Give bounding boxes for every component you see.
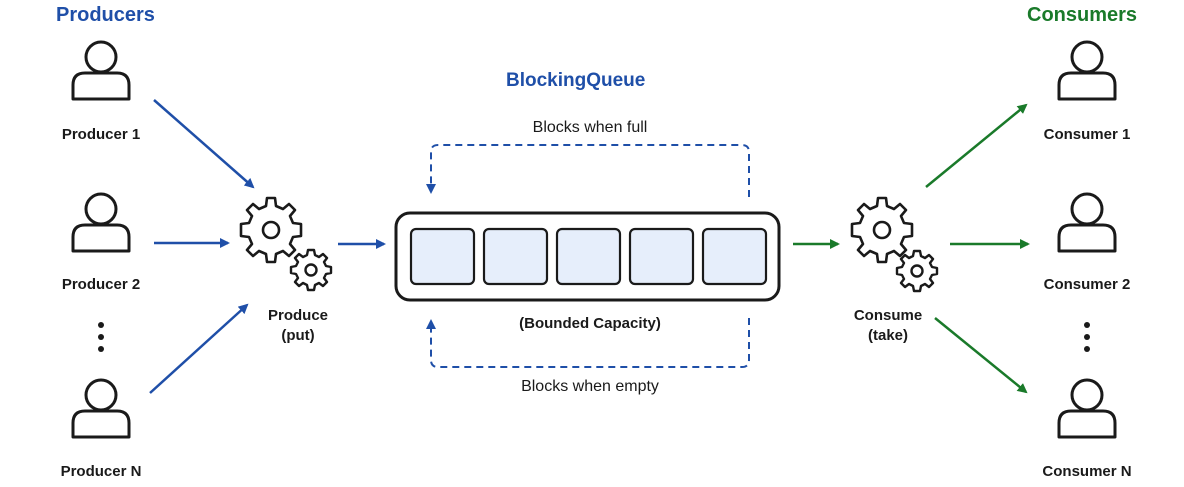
consumer-2-person-icon [1057,192,1117,253]
producer-1-label: Producer 1 [61,126,141,143]
consumer-2-label: Consumer 2 [1043,276,1131,293]
queue-title: BlockingQueue [506,70,646,91]
producer-2-person-icon [71,192,131,253]
produce-label: Produce (put) [238,306,358,346]
consumer-1-label: Consumer 1 [1043,126,1131,143]
blocks-when-full-loop [426,144,750,197]
consumers-title: Consumers [1027,4,1138,26]
producer-vertical-ellipsis-icon [98,322,104,352]
queue-slot [409,227,476,286]
queue-slot [555,227,622,286]
queue-slot [701,227,768,286]
producer-n-label: Producer N [60,463,142,480]
queue-capacity-label: (Bounded Capacity) [519,315,661,332]
arrow-producer-n [149,303,249,394]
arrow-consumer-n [934,317,1028,394]
blocks-when-full-label: Blocks when full [532,119,648,136]
consumer-1-person-icon [1057,40,1117,101]
queue-slots [409,227,768,286]
arrow-consumer-1 [925,103,1028,188]
arrow-producer-1 [153,99,255,189]
consume-label-line2: (take) [867,327,908,344]
consumer-n-person-icon [1057,378,1117,439]
produce-label-line2: (put) [281,327,315,344]
queue-slot [628,227,695,286]
consumer-vertical-ellipsis-icon [1084,322,1090,352]
producer-n-person-icon [71,378,131,439]
produce-label-line1: Produce [267,307,328,324]
consumer-n-label: Consumer N [1042,463,1132,480]
consume-label-line1: Consume [853,307,923,324]
consume-label: Consume (take) [828,306,948,346]
producer-1-person-icon [71,40,131,101]
blocks-when-empty-label: Blocks when empty [521,378,659,395]
produce-gear-icon [239,196,333,292]
consume-gear-icon [850,196,939,293]
queue-slot [482,227,549,286]
blocks-when-empty-loop [426,318,750,368]
producers-title: Producers [56,4,155,26]
producer-2-label: Producer 2 [61,276,141,293]
